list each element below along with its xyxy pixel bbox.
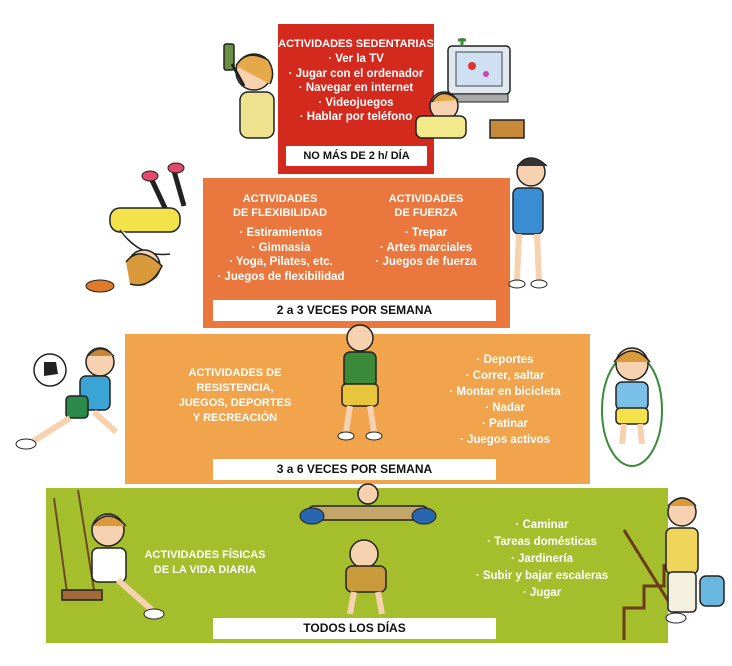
- list-item: · Hablar por teléfono: [299, 111, 413, 123]
- list-item: · Jardinería: [511, 553, 573, 565]
- strength-list: · Trepar · Artes marciales · Juegos de f…: [356, 226, 496, 270]
- kids-leapfrog-illustration: [299, 483, 437, 615]
- list-item: · Jugar con el ordenador: [288, 67, 424, 80]
- list-item: · Yoga, Pilates, etc.: [229, 256, 333, 268]
- sedentary-title: ACTIVIDADES SEDENTARIAS: [278, 38, 434, 50]
- girl-swing-illustration: [53, 489, 165, 620]
- list-item: · Estiramientos: [239, 227, 323, 239]
- daily-list: · Caminar · Tareas domésticas · Jardiner…: [462, 517, 622, 602]
- resistance-frequency: 3 a 6 VECES POR SEMANA: [213, 459, 496, 480]
- girl-phone-illustration: [223, 43, 275, 139]
- strength-title-1: ACTIVIDADES: [388, 193, 464, 205]
- flexibility-list: · Estiramientos · Gimnasia · Yoga, Pilat…: [208, 226, 354, 284]
- list-item: · Patinar: [481, 418, 528, 430]
- list-item: · Nadar: [485, 402, 525, 414]
- flexibility-title-1: ACTIVIDADES: [242, 193, 318, 205]
- list-item: · Navegar en internet: [298, 82, 414, 94]
- daily-title: ACTIVIDADES FÍSICAS DE LA VIDA DIARIA: [130, 548, 280, 578]
- list-item: · Juegos de flexibilidad: [217, 270, 345, 283]
- daily-title-line: DE LA VIDA DIARIA: [153, 564, 257, 576]
- list-item: · Gimnasia: [251, 241, 311, 254]
- list-item: · Juegos activos: [459, 434, 551, 446]
- tier2-frequency: 2 a 3 VECES POR SEMANA: [213, 300, 496, 321]
- boy-soccer-illustration: [15, 347, 119, 450]
- list-item: · Juegos de fuerza: [375, 256, 477, 268]
- list-item: · Trepar: [404, 227, 448, 239]
- boy-climbing-illustration: [508, 157, 548, 289]
- boy-computer-illustration: [415, 38, 525, 139]
- resistance-title-line: JUEGOS, DEPORTES: [178, 397, 292, 409]
- strength-title-2: DE FUERZA: [394, 207, 458, 219]
- list-item: · Montar en bicicleta: [449, 386, 561, 398]
- sedentary-list: · Ver la TV · Jugar con el ordenador · N…: [278, 52, 434, 125]
- flexibility-title-2: DE FLEXIBILIDAD: [232, 207, 328, 219]
- list-item: · Ver la TV: [328, 53, 384, 65]
- resistance-title: ACTIVIDADES DE RESISTENCIA, JUEGOS, DEPO…: [160, 366, 310, 426]
- girl-backbend-illustration: [85, 162, 187, 293]
- daily-title-line: ACTIVIDADES FÍSICAS: [144, 549, 266, 561]
- resistance-title-line: Y RECREACIÓN: [192, 412, 278, 424]
- boy-running-illustration: [337, 324, 383, 441]
- resistance-title-line: ACTIVIDADES DE: [188, 367, 282, 379]
- girl-jump-rope-illustration: [601, 347, 663, 467]
- list-item: · Correr, saltar: [465, 370, 545, 382]
- list-item: · Jugar: [522, 587, 562, 599]
- list-item: · Tareas domésticas: [487, 536, 597, 548]
- resistance-list: · Deportes · Correr, saltar · Montar en …: [430, 352, 580, 448]
- resistance-title-line: RESISTENCIA,: [196, 382, 274, 394]
- man-stairs-illustration: [622, 497, 725, 640]
- list-item: · Videojuegos: [318, 96, 394, 109]
- list-item: · Subir y bajar escaleras: [475, 570, 609, 582]
- sedentary-frequency: NO MÁS DE 2 h/ DÍA: [286, 146, 427, 166]
- list-item: · Deportes: [476, 354, 534, 366]
- list-item: · Artes marciales: [379, 241, 473, 254]
- list-item: · Caminar: [515, 519, 569, 531]
- daily-frequency: TODOS LOS DÍAS: [213, 618, 496, 639]
